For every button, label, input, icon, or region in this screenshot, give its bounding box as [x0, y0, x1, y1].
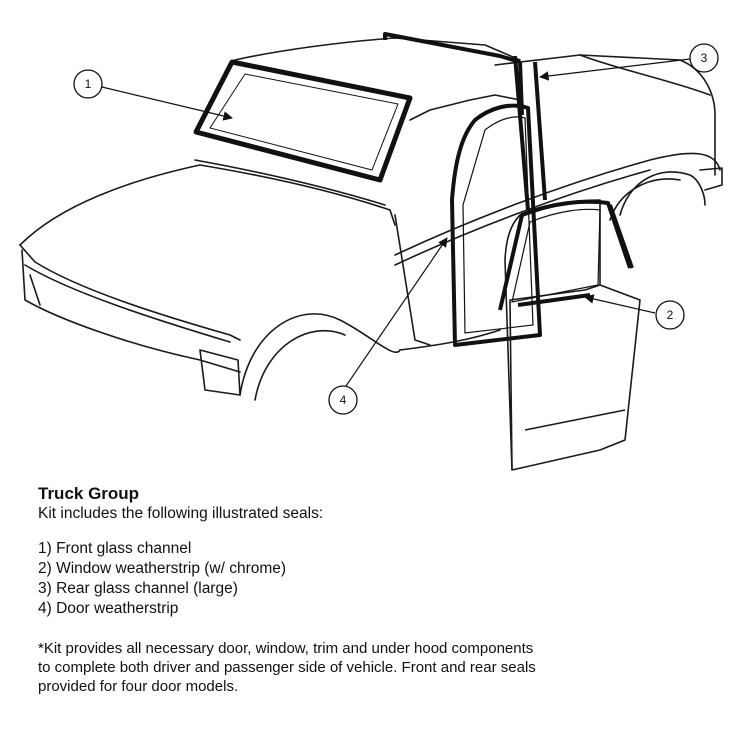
callout-4: 4: [328, 385, 358, 415]
rear-glass-channel: [383, 32, 547, 211]
window-glass-inner: [511, 208, 601, 303]
caption-intro: Kit includes the following illustrated s…: [38, 505, 324, 522]
callout-2: 2: [655, 300, 685, 330]
seal-item-2: 2) Window weatherstrip (w/ chrome): [38, 560, 287, 577]
windshield-inner: [209, 73, 399, 171]
front-glass-channel: [193, 59, 413, 183]
seal-list: 1) Front glass channel 2) Window weather…: [38, 539, 738, 619]
seal-item-1: 1) Front glass channel: [38, 540, 192, 557]
seal-item-4: 4) Door weatherstrip: [38, 600, 179, 617]
callout-3-label: 3: [701, 51, 708, 65]
caption-title: Truck Group: [38, 484, 140, 503]
callout-1: 1: [73, 69, 103, 99]
caption-note: *Kit provides all necessary door, window…: [38, 640, 536, 695]
callout-1-label: 1: [85, 77, 92, 91]
callout-2-label: 2: [667, 308, 674, 322]
door-frame-inner: [462, 116, 534, 334]
seal-item-3: 3) Rear glass channel (large): [38, 580, 238, 597]
callout-3: 3: [689, 43, 719, 73]
caption-block: Truck Group Kit includes the following i…: [38, 484, 738, 696]
window-weatherstrip: [498, 199, 634, 311]
truck-seal-diagram: 1 2 3 4: [19, 32, 723, 471]
callout-4-label: 4: [340, 393, 347, 407]
door-weatherstrip: [450, 103, 542, 347]
callout-leaders: [101, 58, 691, 387]
